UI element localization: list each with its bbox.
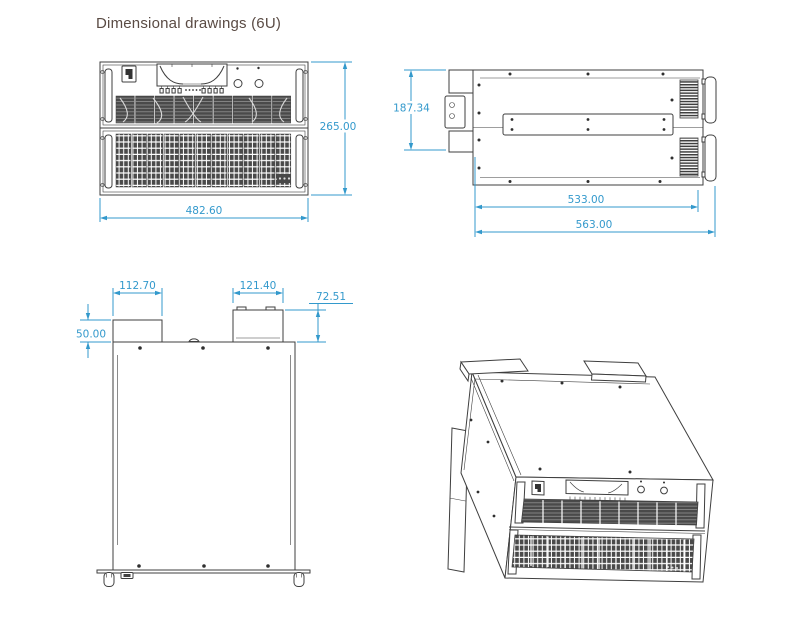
top-front-connector — [120, 572, 134, 579]
top-front-handle-left — [103, 572, 115, 587]
dim-label-right-duct-depth: 72.51 — [316, 291, 346, 303]
dim-side-overall-depth: 563.00 — [475, 186, 716, 237]
dim-top-right-duct-depth: 72.51 — [285, 291, 353, 343]
top-edge-notch — [188, 338, 200, 342]
top-left-duct — [112, 319, 163, 343]
iso-power-button — [531, 480, 545, 496]
front-knobs — [233, 66, 264, 88]
front-bottom-unit-inset — [102, 130, 306, 193]
side-screw-dots — [477, 72, 674, 183]
dim-top-left-duct-depth: 50.00 — [74, 304, 111, 358]
iso-unit-seam-inner — [508, 529, 706, 534]
side-rails — [480, 77, 700, 178]
iso-unit-seam — [508, 526, 706, 532]
dim-label-left-duct-depth: 50.00 — [76, 329, 106, 341]
top-body — [112, 341, 296, 571]
side-joining-plate — [502, 113, 674, 136]
iso-front-bottom-unit — [507, 529, 702, 580]
iso-top-ducts — [459, 358, 647, 383]
rear-connector-blocks — [444, 69, 474, 153]
dim-label-right-duct-width: 121.40 — [240, 280, 277, 292]
fan-arcs — [119, 96, 288, 124]
front-button-row — [159, 86, 224, 94]
front-display — [156, 63, 228, 87]
page-title: Dimensional drawings (6U) — [96, 15, 282, 32]
iso-top-grille — [521, 498, 699, 526]
dim-label-side-overall-depth: 563.00 — [576, 219, 613, 231]
side-front-handles — [701, 76, 717, 182]
status-leds — [278, 177, 291, 180]
side-vents — [679, 79, 699, 177]
dim-top-right-duct-width: 121.40 — [232, 280, 284, 303]
top-front-panel — [96, 569, 311, 587]
dim-front-height: 265.00 — [311, 61, 359, 196]
dim-top-left-duct-width: 112.70 — [112, 280, 163, 316]
side-view: 187.34 533.00 563.00 — [388, 69, 717, 237]
dim-side-rear-height: 187.34 — [388, 69, 446, 151]
isometric-view — [447, 358, 714, 583]
front-top-grille — [115, 95, 291, 124]
top-screw-dots — [137, 346, 270, 568]
iso-screw-dots — [469, 379, 632, 518]
power-button — [121, 65, 137, 83]
iso-display — [565, 479, 629, 501]
front-bottom-grille — [115, 133, 292, 188]
dim-label-left-duct-width: 112.70 — [119, 280, 156, 292]
dim-side-body-depth: 533.00 — [474, 157, 699, 237]
top-side-rails — [117, 355, 291, 545]
top-view: 112.70 121.40 72.51 50. — [74, 280, 353, 587]
dim-label-side-body-depth: 533.00 — [568, 194, 605, 206]
dim-label-side-rear-height: 187.34 — [393, 103, 430, 115]
iso-status-leds — [667, 566, 678, 569]
iso-front-top-unit — [514, 479, 706, 529]
front-rack-handles — [100, 68, 308, 189]
front-view: 265.00 482.60 — [99, 61, 359, 222]
iso-left-face-lines — [463, 377, 515, 482]
iso-bottom-grille — [511, 534, 695, 573]
dim-label-front-width: 482.60 — [186, 205, 223, 217]
dim-front-width: 482.60 — [99, 198, 309, 222]
iso-knobs — [637, 480, 668, 495]
dim-label-front-height: 265.00 — [320, 121, 357, 133]
top-right-duct — [232, 306, 284, 343]
top-front-handle-right — [293, 572, 305, 587]
